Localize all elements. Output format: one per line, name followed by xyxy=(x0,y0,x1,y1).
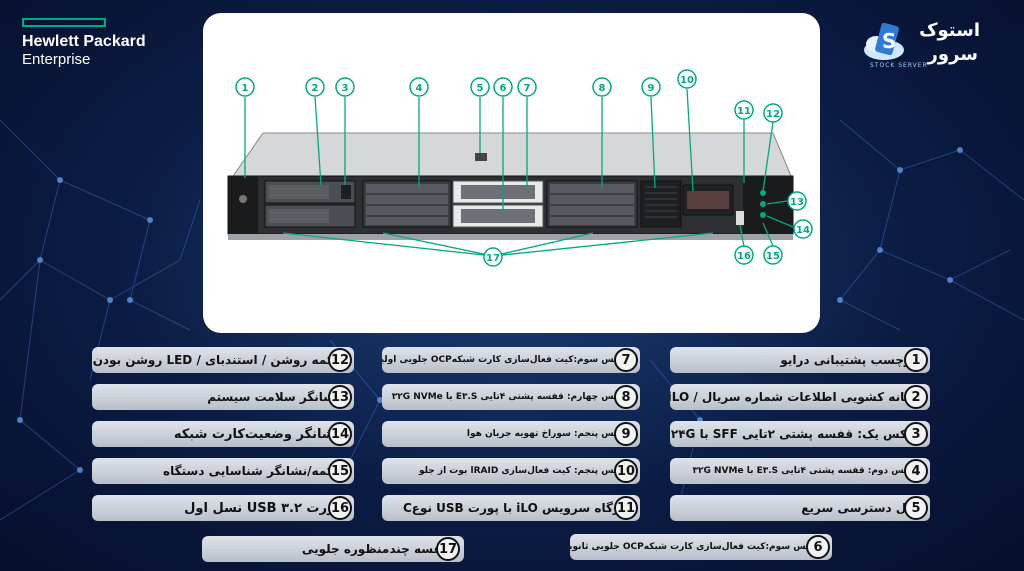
callout-4-label: باکس دوم: قفسه پشتی ۴تایی E۳.S با ۳۲G NV… xyxy=(692,466,916,476)
marker-1: 1 xyxy=(235,77,255,97)
stock-server-logo: S استوک سرور STOCK SERVER xyxy=(860,18,1010,78)
callout-13-label: نشانگر سلامت سیستم xyxy=(207,390,340,404)
callout-13-number: 13 xyxy=(328,385,352,409)
svg-text:6: 6 xyxy=(500,83,507,94)
svg-text:5: 5 xyxy=(477,83,484,94)
callout-5-label: پنل دسترسی سریع xyxy=(801,501,916,515)
callout-3-number: 3 xyxy=(904,422,928,446)
callout-8-number: 8 xyxy=(614,385,638,409)
marker-2: 2 xyxy=(305,77,325,97)
callout-15-number: 15 xyxy=(328,459,352,483)
callout-6-label: باکس سوم:کیت فعال‌سازی کارت شبکهOCP جلوی… xyxy=(570,542,818,552)
marker-10: 10 xyxy=(677,69,697,89)
callout-16-number: 16 xyxy=(328,496,352,520)
marker-5: 5 xyxy=(470,77,490,97)
callout-1-label: برچسب پشتیبانی درایو xyxy=(780,353,916,367)
callout-4: باکس دوم: قفسه پشتی ۴تایی E۳.S با ۳۲G NV… xyxy=(670,458,930,484)
callout-2-number: 2 xyxy=(904,385,928,409)
callout-6-number: 6 xyxy=(806,535,830,559)
callout-7-label: باکس سوم:کیت فعال‌سازی کارت شبکهOCP جلوی… xyxy=(382,355,626,365)
svg-text:S: S xyxy=(882,29,896,53)
callout-14-number: 14 xyxy=(328,422,352,446)
callout-3: باکس یک: قفسه پشتی ۲تایی SFF با U.۳ ۲۴G xyxy=(670,421,930,447)
svg-text:4: 4 xyxy=(416,83,423,94)
callout-12-number: 12 xyxy=(328,348,352,372)
svg-text:7: 7 xyxy=(524,83,531,94)
callout-7-number: 7 xyxy=(614,348,638,372)
callout-16-label: پورت USB ۳.۲ نسل اول xyxy=(184,500,340,516)
hpe-logo-mark xyxy=(22,18,106,27)
hpe-logo: Hewlett Packard Enterprise xyxy=(22,18,146,69)
callout-11: درگاه سرویس iLO با پورت USB نوعC xyxy=(382,495,640,521)
callout-9: باکس پنجم: سوراخ تهویه جریان هوا xyxy=(382,421,640,447)
callout-12-label: دکمه روشن / استندبای / LED روشن بودن xyxy=(92,353,340,367)
callout-9-label: باکس پنجم: سوراخ تهویه جریان هوا xyxy=(466,429,626,439)
marker-11: 11 xyxy=(734,100,754,120)
callout-17-number: 17 xyxy=(436,537,460,561)
callout-6: باکس سوم:کیت فعال‌سازی کارت شبکهOCP جلوی… xyxy=(570,534,832,560)
marker-4: 4 xyxy=(409,77,429,97)
marker-16: 16 xyxy=(734,245,754,265)
svg-text:16: 16 xyxy=(737,251,751,262)
marker-12: 12 xyxy=(763,103,783,123)
svg-text:17: 17 xyxy=(486,253,500,264)
callout-16: پورت USB ۳.۲ نسل اول xyxy=(92,495,354,521)
svg-text:15: 15 xyxy=(766,251,780,262)
callout-14: نشانگر وضعیت‌کارت شبکه xyxy=(92,421,354,447)
svg-text:9: 9 xyxy=(648,83,655,94)
callout-3-label: باکس یک: قفسه پشتی ۲تایی SFF با U.۳ ۲۴G xyxy=(670,427,916,441)
callout-8: باکس چهارم: قفسه پشتی ۴تایی E۳.S با ۳۲G … xyxy=(382,384,640,410)
svg-text:1: 1 xyxy=(242,83,249,94)
callout-1-number: 1 xyxy=(904,348,928,372)
callout-11-number: 11 xyxy=(614,496,638,520)
callout-12: دکمه روشن / استندبای / LED روشن بودن xyxy=(92,347,354,373)
stock-server-title-2: سرور xyxy=(927,44,978,65)
callout-15: دکمه/نشانگر شناسایی دستگاه xyxy=(92,458,354,484)
callout-10-label: باکس پنجم: کیت فعال‌سازی RAIDا بوت از جل… xyxy=(418,466,626,476)
marker-3: 3 xyxy=(335,77,355,97)
callout-11-label: درگاه سرویس iLO با پورت USB نوعC xyxy=(402,501,626,515)
callout-2-label: زبانه کشویی اطلاعات شماره سریال / iLO xyxy=(670,390,916,404)
callout-2: زبانه کشویی اطلاعات شماره سریال / iLO xyxy=(670,384,930,410)
svg-text:11: 11 xyxy=(737,106,751,117)
server-image-panel: 1 2 3 4 5 6 7 8 9 10 11 12 13 14 15 16 1… xyxy=(203,13,820,333)
callout-8-label: باکس چهارم: قفسه پشتی ۴تایی E۳.S با ۳۲G … xyxy=(391,392,626,402)
stock-server-tagline: STOCK SERVER xyxy=(870,62,928,69)
marker-6: 6 xyxy=(493,77,513,97)
marker-15: 15 xyxy=(763,245,783,265)
marker-9: 9 xyxy=(641,77,661,97)
callout-14-label: نشانگر وضعیت‌کارت شبکه xyxy=(173,426,340,442)
stock-server-cloud-icon: S xyxy=(864,22,904,60)
marker-7: 7 xyxy=(517,77,537,97)
callout-5: پنل دسترسی سریع xyxy=(670,495,930,521)
callout-7: باکس سوم:کیت فعال‌سازی کارت شبکهOCP جلوی… xyxy=(382,347,640,373)
callout-9-number: 9 xyxy=(614,422,638,446)
callout-1: برچسب پشتیبانی درایو xyxy=(670,347,930,373)
svg-text:10: 10 xyxy=(680,75,694,86)
svg-text:2: 2 xyxy=(312,83,319,94)
callout-17: قفسه چندمنظوره جلویی xyxy=(202,536,464,562)
marker-13: 13 xyxy=(787,191,807,211)
callout-4-number: 4 xyxy=(904,459,928,483)
callout-10-number: 10 xyxy=(614,459,638,483)
callout-5-number: 5 xyxy=(904,496,928,520)
svg-text:12: 12 xyxy=(766,109,780,120)
hpe-logo-line1: Hewlett Packard xyxy=(22,33,146,50)
marker-14: 14 xyxy=(793,219,813,239)
callout-17-label: قفسه چندمنظوره جلویی xyxy=(301,542,450,556)
callout-15-label: دکمه/نشانگر شناسایی دستگاه xyxy=(163,464,340,478)
svg-text:13: 13 xyxy=(790,197,804,208)
server-front-illustration: 1 2 3 4 5 6 7 8 9 10 11 12 13 14 15 16 1… xyxy=(227,69,813,267)
marker-17: 17 xyxy=(483,247,503,267)
marker-8: 8 xyxy=(592,77,612,97)
callout-13: نشانگر سلامت سیستم xyxy=(92,384,354,410)
svg-text:8: 8 xyxy=(599,83,606,94)
svg-text:3: 3 xyxy=(342,83,349,94)
hpe-logo-line2: Enterprise xyxy=(22,51,91,68)
callout-10: باکس پنجم: کیت فعال‌سازی RAIDا بوت از جل… xyxy=(382,458,640,484)
stock-server-title-1: استوک xyxy=(919,20,980,41)
svg-text:14: 14 xyxy=(796,225,810,236)
